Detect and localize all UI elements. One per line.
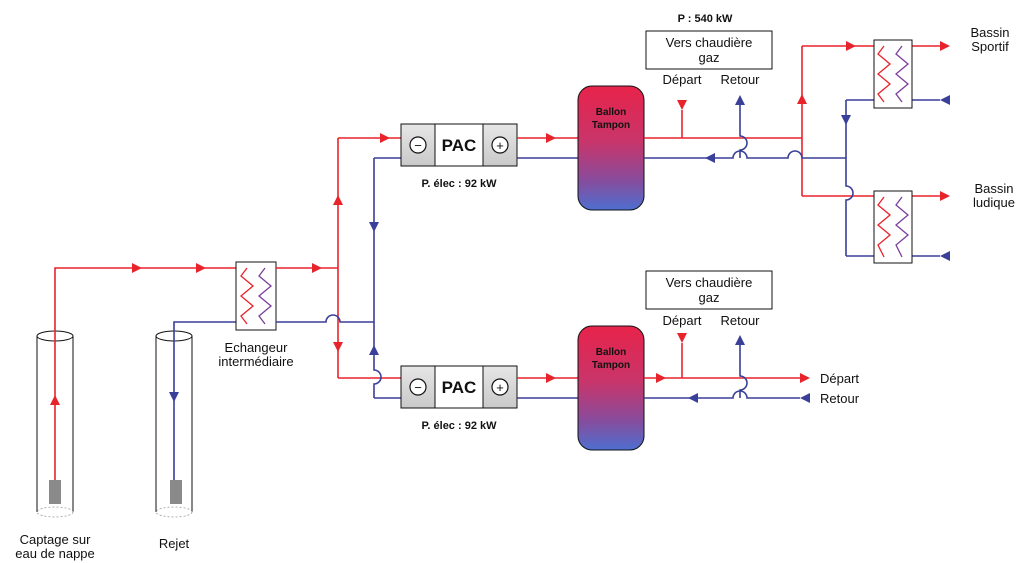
- plus-icon: +: [496, 380, 504, 395]
- pac-label: PAC: [442, 136, 477, 155]
- pac-label: PAC: [442, 378, 477, 397]
- pool-circuit: [644, 41, 950, 261]
- rejet-well: [155, 330, 193, 518]
- minus-icon: −: [414, 138, 422, 153]
- tank-bottom: Ballon Tampon: [577, 325, 645, 451]
- boiler-retour: Retour: [720, 72, 760, 87]
- boiler-depart: Départ: [662, 72, 701, 87]
- plus-icon: +: [496, 138, 504, 153]
- secondary-circuit: [276, 133, 401, 399]
- boiler-line1: Vers chaudière: [666, 275, 753, 290]
- pool-sportif-line1: Bassin: [970, 25, 1009, 40]
- pool-ludique-line2: ludique: [973, 195, 1015, 210]
- tank-top: Ballon Tampon: [577, 85, 645, 211]
- outlet-depart-label: Départ: [820, 371, 859, 386]
- outlet-retour-label: Retour: [820, 391, 860, 406]
- bottom-outlet-circuit: [644, 333, 810, 403]
- flow-arrow-up: [50, 395, 60, 405]
- tank-label-line1: Ballon: [596, 347, 627, 358]
- rejet-label: Rejet: [159, 536, 190, 551]
- boiler-top: P : 540 kW Vers chaudière gaz Départ Ret…: [645, 13, 773, 87]
- boiler-line2: gaz: [699, 50, 720, 65]
- exchanger-label-line1: Echangeur: [225, 340, 289, 355]
- intermediate-exchanger: [235, 261, 277, 331]
- tank-label-line1: Ballon: [596, 107, 627, 118]
- captage-label-line1: Captage sur: [20, 532, 91, 547]
- pac-tank-links: [517, 133, 578, 399]
- captage-label-line2: eau de nappe: [15, 546, 95, 561]
- boiler-power: P : 540 kW: [678, 13, 733, 25]
- primary-circuit: [50, 263, 236, 480]
- boiler-bottom: Vers chaudière gaz Départ Retour: [645, 270, 773, 328]
- minus-icon: −: [414, 380, 422, 395]
- tank-label-line2: Tampon: [592, 360, 630, 371]
- pump-icon: [49, 480, 61, 504]
- pac-bottom: − + PAC P. élec : 92 kW: [400, 365, 518, 432]
- boiler-retour: Retour: [720, 313, 760, 328]
- tank-label-line2: Tampon: [592, 120, 630, 131]
- boiler-line1: Vers chaudière: [666, 35, 753, 50]
- boiler-line2: gaz: [699, 290, 720, 305]
- pool-sportif-line2: Sportif: [971, 39, 1009, 54]
- boiler-depart: Départ: [662, 313, 701, 328]
- exchanger-label-line2: intermédiaire: [218, 354, 293, 369]
- pool-exchanger-sportif: [873, 39, 913, 109]
- pool-ludique-line1: Bassin: [974, 181, 1013, 196]
- pac-power: P. élec : 92 kW: [421, 420, 497, 432]
- pac-power: P. élec : 92 kW: [421, 178, 497, 190]
- pac-top: − + PAC P. élec : 92 kW: [400, 123, 518, 190]
- pool-exchanger-ludique: [873, 190, 913, 264]
